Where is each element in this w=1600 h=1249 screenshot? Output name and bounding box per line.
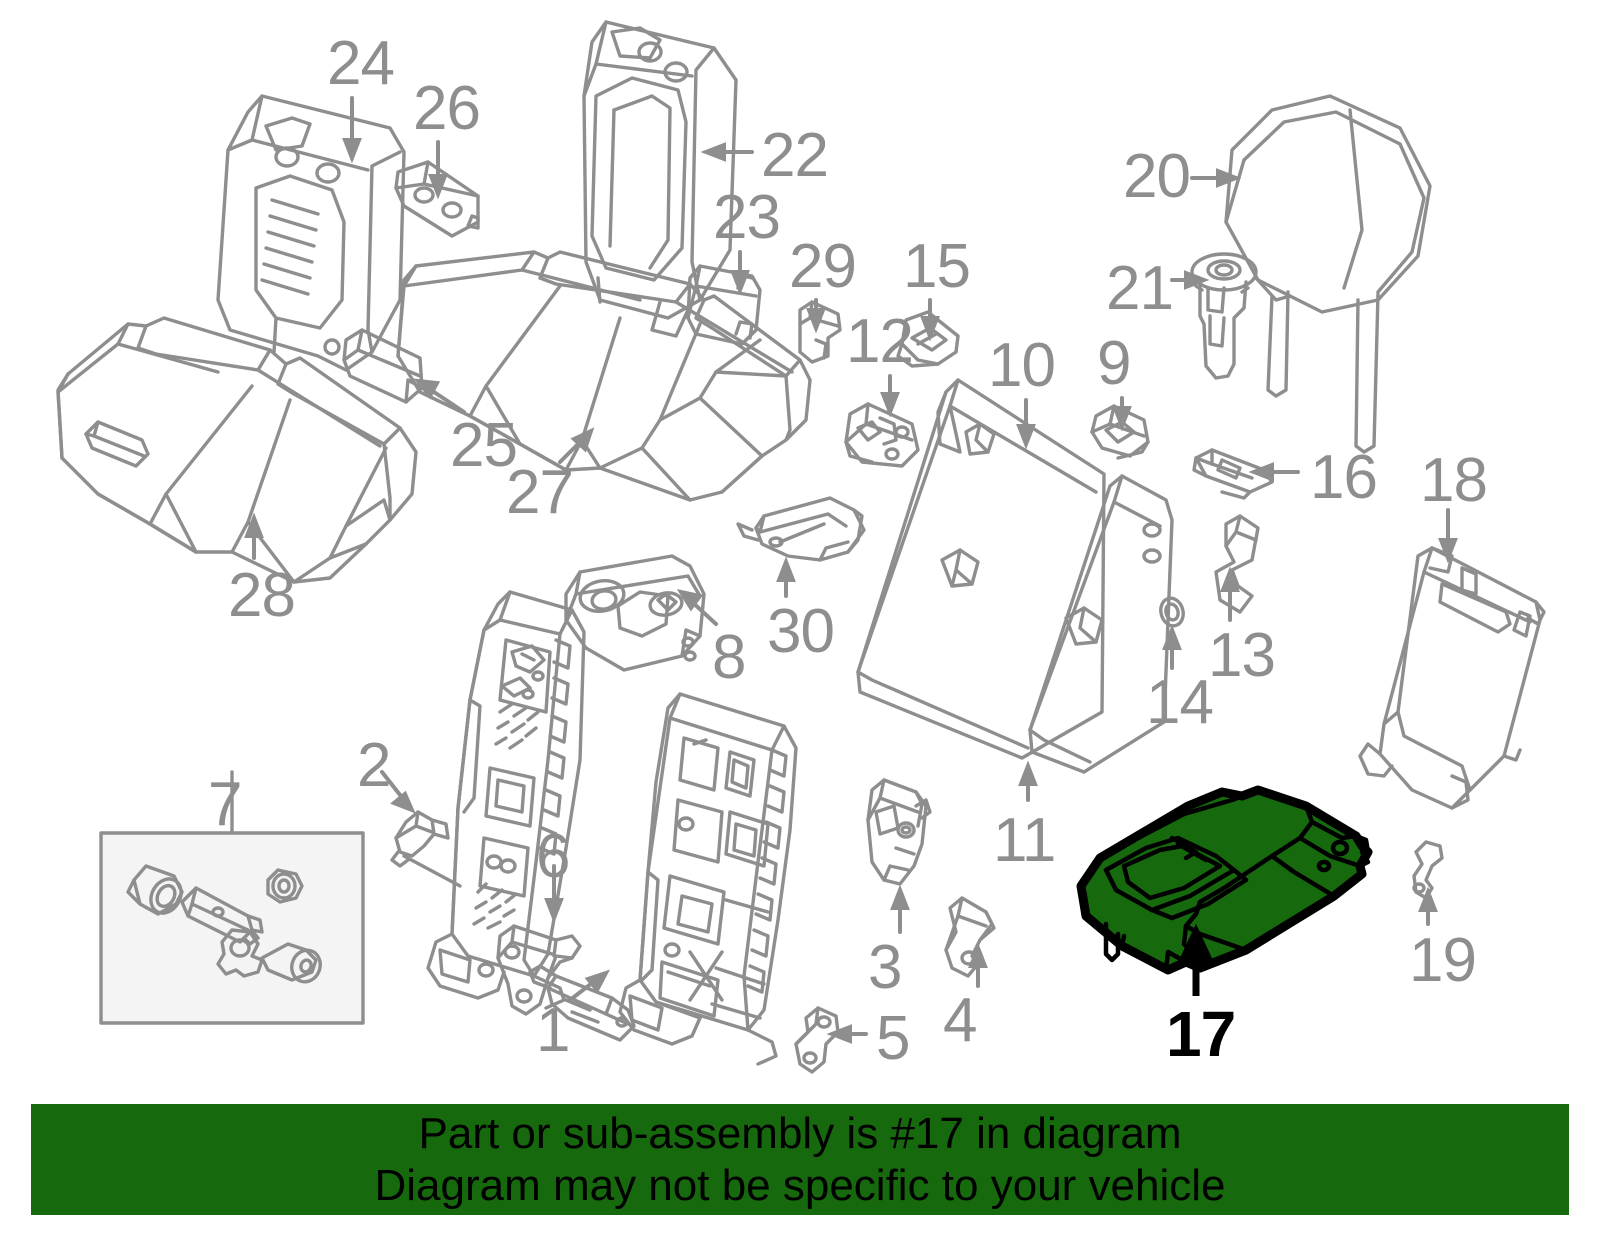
part-2-hinge-pin [394,810,450,858]
part-11-backrest-panel-right [1028,474,1174,774]
callout-18: 18 [1420,446,1488,515]
callout-27: 27 [506,458,574,527]
part-16-striker [1192,448,1274,500]
callout-26: 26 [413,74,481,143]
callout-leader-lines [244,96,1458,1044]
callout-5: 5 [876,1004,910,1073]
part-18-backrest-frame-right [1358,546,1546,810]
callout-23: 23 [713,183,781,252]
callout-11: 11 [993,806,1056,875]
part-26-trim-cap [394,160,480,238]
callout-7: 7 [208,770,242,839]
part-5-hook-bracket [794,1006,840,1074]
callout-15: 15 [903,232,971,301]
callout-8: 8 [712,623,746,692]
part-frame-seatback-right [618,692,798,1066]
part-frame-seatback-left [390,590,586,1010]
callout-6: 6 [536,822,570,891]
part-24-seatback-left [216,94,406,372]
part-8-cupholder-trim [564,554,706,672]
callout-20: 20 [1123,142,1191,211]
part-28-seat-cushion-left [56,316,418,584]
callout-17-highlighted: 17 [1166,998,1236,1070]
callout-9: 9 [1097,329,1131,398]
callout-2: 2 [357,731,391,800]
part-21-headrest-guide [1190,252,1258,380]
callout-13: 13 [1208,621,1276,690]
callout-16: 16 [1310,443,1378,512]
callout-19: 19 [1409,926,1477,995]
callout-12: 12 [846,307,914,376]
callout-17-leader [1176,923,1216,996]
callout-30: 30 [767,597,835,666]
part-19-hook-pin [1412,840,1444,900]
callout-1: 1 [536,996,570,1065]
callout-29: 29 [789,232,857,301]
part-17-armrest-console-highlighted [1076,785,1373,975]
part-10-backrest-panel-left [856,378,1106,760]
callout-28: 28 [228,561,296,630]
part-14-grommet [1159,596,1185,628]
callout-4: 4 [943,986,977,1055]
part-7-hardware-items [126,864,322,984]
callout-10: 10 [988,331,1056,400]
diagram-note-banner: Part or sub-assembly is #17 in diagram D… [31,1104,1569,1215]
part-misc-upper-left-handle [84,420,150,468]
part-25-side-trim [342,328,424,404]
part-7-hardware-inset [99,770,365,1025]
callout-22: 22 [761,121,829,190]
part-6-pivot-bracket [496,924,582,1016]
callout-14: 14 [1146,668,1214,737]
part-27-seat-cushion-right [396,250,812,502]
part-3-latch-assembly [866,778,932,886]
callout-24: 24 [327,29,395,98]
part-23-block-trim [686,264,762,346]
banner-line-1: Part or sub-assembly is #17 in diagram [418,1108,1182,1158]
callout-21: 21 [1106,254,1174,323]
part-30-latch-arm [736,496,866,562]
part-1-seat-rail [528,964,636,1042]
banner-line-2: Diagram may not be specific to your vehi… [374,1160,1226,1210]
part-13-z-bracket [1214,514,1260,614]
callout-3: 3 [868,933,902,1002]
callout-25: 25 [450,411,518,480]
part-12-latch [844,402,920,468]
